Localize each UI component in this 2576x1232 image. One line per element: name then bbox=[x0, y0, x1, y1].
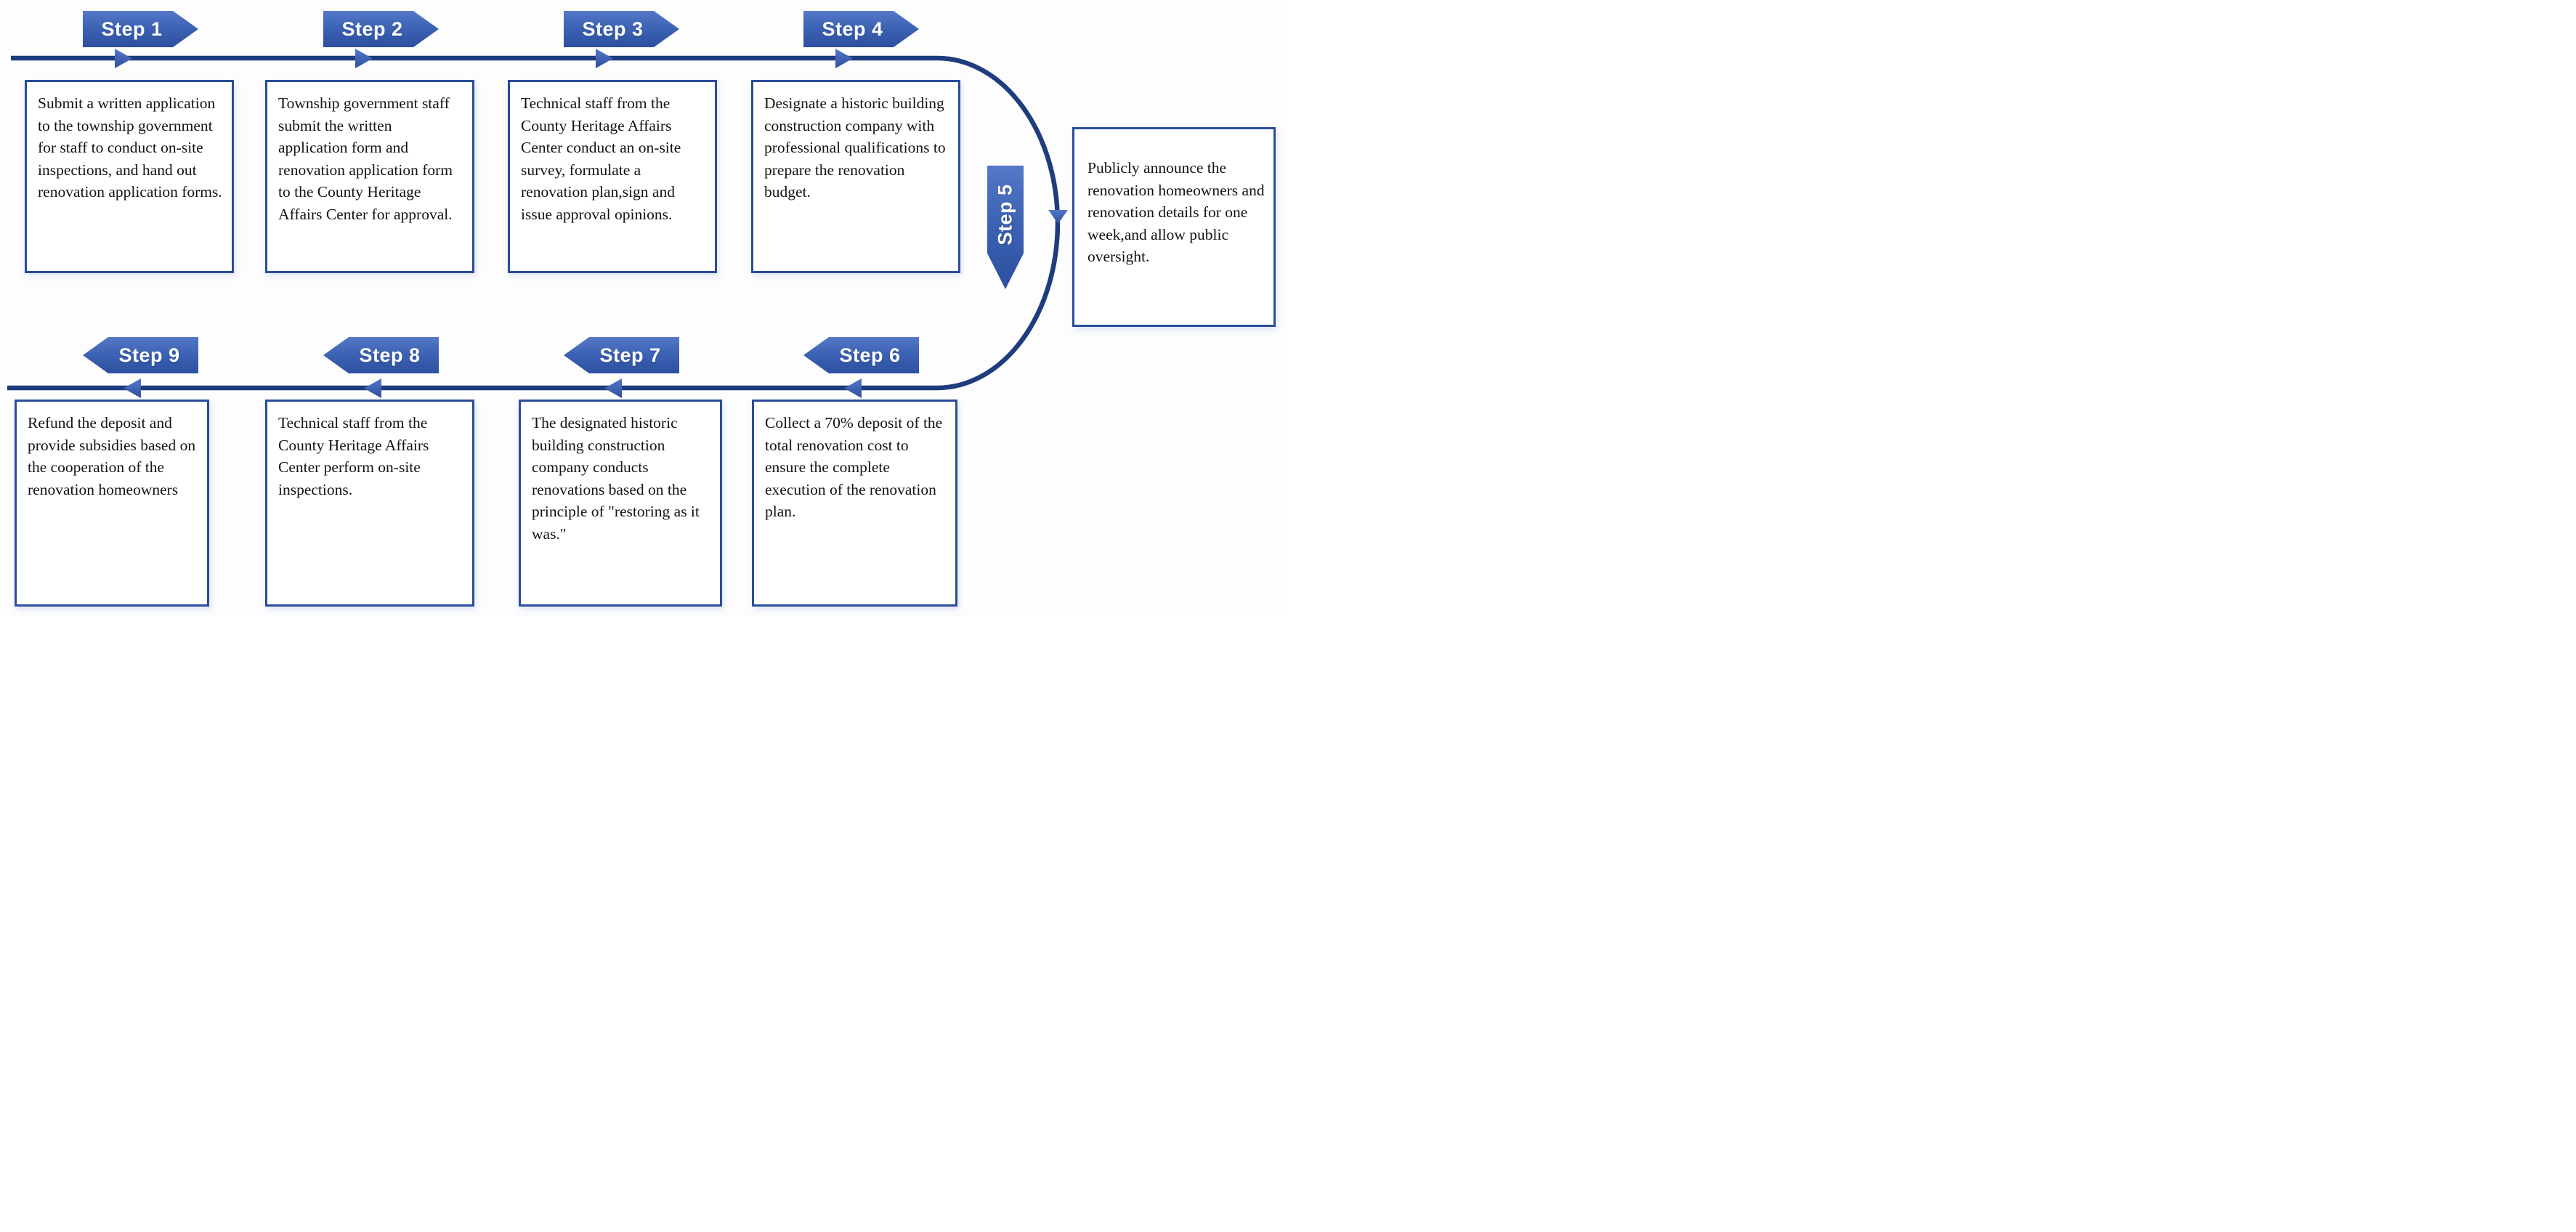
step-2-box: Township government staff submit the wri… bbox=[265, 80, 474, 273]
step-6-text: Collect a 70% deposit of the total renov… bbox=[765, 414, 943, 521]
step-2-badge: Step 2 bbox=[323, 11, 439, 47]
step-3-box: Technical staff from the County Heritage… bbox=[508, 80, 717, 273]
step-6-box: Collect a 70% deposit of the total renov… bbox=[752, 400, 957, 607]
step-5-text: Publicly announce the renovation homeown… bbox=[1087, 159, 1265, 266]
step-6-badge-label: Step 6 bbox=[839, 344, 901, 366]
step-7-text: The designated historic building constru… bbox=[532, 414, 700, 543]
step-2-text: Township government staff submit the wri… bbox=[278, 94, 453, 223]
step-4-badge: Step 4 bbox=[803, 11, 919, 47]
step-7-box: The designated historic building constru… bbox=[519, 400, 722, 607]
step-5-box: Publicly announce the renovation homeown… bbox=[1072, 127, 1276, 327]
step-2-badge-label: Step 2 bbox=[341, 17, 403, 40]
renovation-process-flowchart: Step 1 Step 2 Step 3 Step 4 Step 5 Step … bbox=[0, 0, 1288, 616]
step-9-badge-label: Step 9 bbox=[118, 344, 180, 366]
step-8-badge-label: Step 8 bbox=[359, 344, 421, 366]
step-3-badge-label: Step 3 bbox=[582, 17, 644, 40]
step-4-badge-label: Step 4 bbox=[822, 17, 883, 40]
step-9-badge: Step 9 bbox=[83, 337, 198, 373]
step-7-badge-label: Step 7 bbox=[599, 344, 661, 366]
step-7-badge: Step 7 bbox=[564, 337, 679, 373]
step-8-text: Technical staff from the County Heritage… bbox=[278, 414, 429, 498]
step-9-text: Refund the deposit and provide subsidies… bbox=[28, 414, 196, 498]
step-3-text: Technical staff from the County Heritage… bbox=[521, 94, 681, 223]
step-1-box: Submit a written application to the town… bbox=[25, 80, 234, 273]
step-9-box: Refund the deposit and provide subsidies… bbox=[15, 400, 209, 607]
step-4-text: Designate a historic building constructi… bbox=[764, 94, 946, 201]
step-5-badge-label: Step 5 bbox=[994, 183, 1016, 246]
step-6-badge: Step 6 bbox=[803, 337, 919, 373]
step-8-badge: Step 8 bbox=[323, 337, 439, 373]
step-1-badge: Step 1 bbox=[83, 11, 198, 47]
step-4-box: Designate a historic building constructi… bbox=[751, 80, 960, 273]
step-8-box: Technical staff from the County Heritage… bbox=[265, 400, 474, 607]
step-3-badge: Step 3 bbox=[564, 11, 679, 47]
step-1-text: Submit a written application to the town… bbox=[38, 94, 222, 201]
step-1-badge-label: Step 1 bbox=[101, 17, 163, 40]
